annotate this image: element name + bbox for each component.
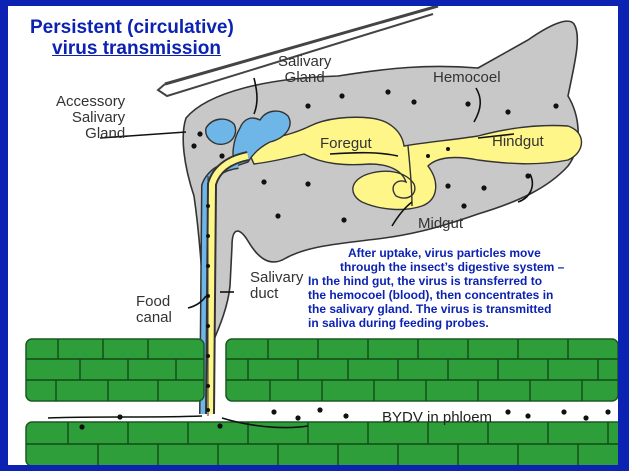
explanation-caption: After uptake, virus particles move throu… [308, 246, 618, 330]
label-phloem: BYDV in phloem [382, 410, 492, 426]
label-foregut: Foregut [320, 136, 372, 152]
label-salivary-gland: Salivary Gland [278, 54, 331, 86]
slide-subtitle: virus transmission [52, 38, 221, 60]
slide-title: Persistent (circulative) [30, 17, 234, 39]
slide: Persistent (circulative) virus transmiss… [8, 6, 618, 465]
label-salivary-duct: Salivary duct [250, 270, 303, 302]
plant-cells [26, 339, 618, 465]
label-hemocoel: Hemocoel [433, 70, 501, 86]
accessory-gland [206, 119, 236, 144]
label-midgut: Midgut [418, 216, 463, 232]
label-food-canal: Food canal [136, 294, 172, 326]
label-hindgut: Hindgut [492, 134, 544, 150]
label-accessory-gland: Accessory Salivary Gland [56, 94, 125, 142]
